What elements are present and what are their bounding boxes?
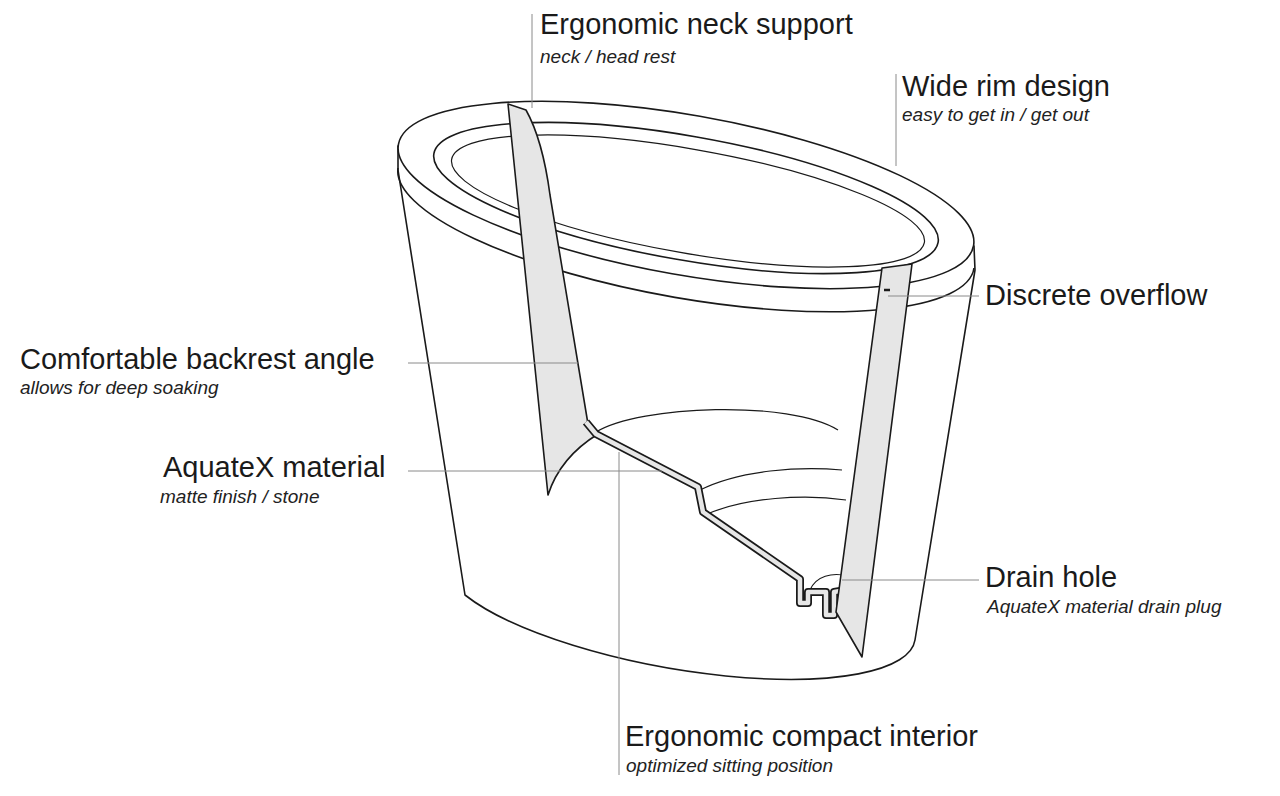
leader-line: [842, 580, 979, 581]
cut-face: [836, 264, 912, 657]
step-edge: [700, 469, 842, 490]
rim-lower-edge: [398, 168, 974, 312]
leader-line: [888, 296, 979, 297]
rim-inner: [423, 92, 949, 303]
section-profile-fill: [586, 422, 846, 615]
section-profile: [586, 422, 846, 615]
callout-label: Drain hole: [985, 561, 1117, 594]
callout-label: Comfortable backrest angle: [20, 343, 375, 376]
overflow-slot: [884, 289, 890, 292]
leader-line: [619, 452, 620, 775]
callout-subtitle: easy to get in / get out: [902, 104, 1089, 126]
callout-subtitle: allows for deep soaking: [20, 377, 219, 399]
callout-subtitle: neck / head rest: [540, 46, 675, 68]
leader-line: [896, 74, 897, 166]
callout-subtitle: optimized sitting position: [626, 755, 833, 777]
callout-label: Ergonomic neck support: [540, 8, 853, 41]
callout-subtitle: matte finish / stone: [160, 486, 319, 508]
callout-label: Discrete overflow: [985, 279, 1207, 312]
leader-line: [408, 363, 578, 364]
seat-edge: [596, 410, 838, 432]
callout-label: AquateX material: [163, 451, 385, 484]
leader-line: [532, 14, 533, 108]
leader-line: [408, 471, 662, 472]
callout-subtitle: AquateX material drain plug: [987, 596, 1221, 618]
step-edge: [705, 497, 846, 515]
callout-label: Wide rim design: [902, 70, 1110, 103]
cut-face: [508, 104, 598, 495]
callout-label: Ergonomic compact interior: [625, 720, 978, 753]
